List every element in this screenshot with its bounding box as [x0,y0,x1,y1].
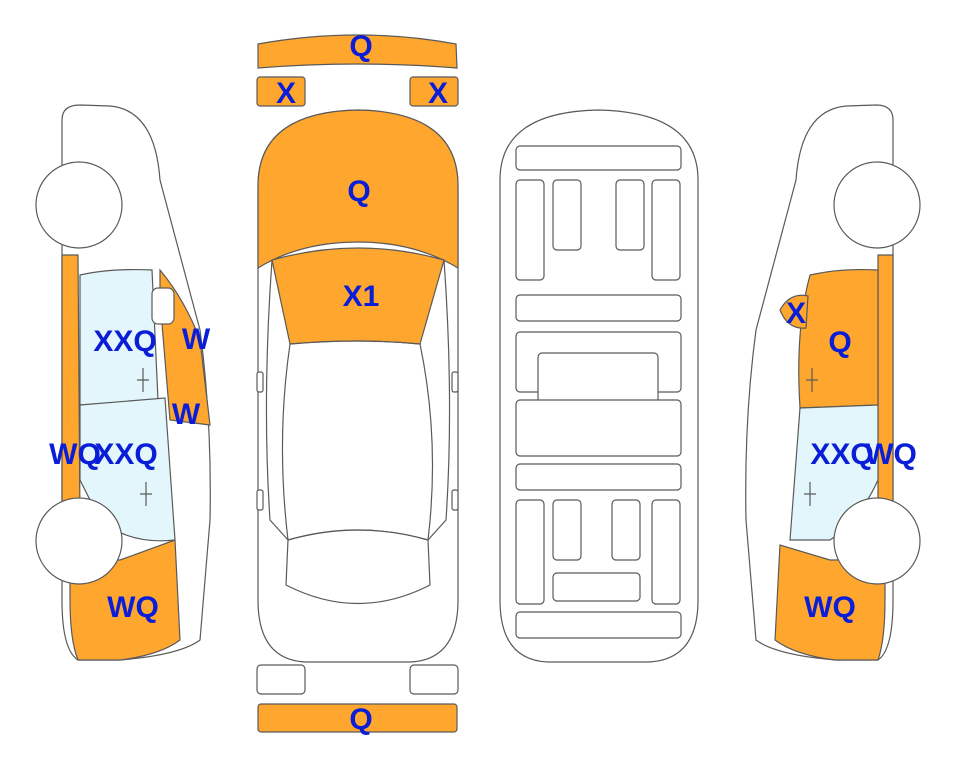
left-side-view: XXQ W W WQ XXQ WQ [35,104,211,661]
front-bumper-shape [257,34,458,69]
left-headlight-code: X [276,77,296,110]
underbody-panel [615,179,645,251]
left-rear-door-code: XXQ [94,438,157,471]
right-side-view: X Q XXQ WQ WQ [745,104,921,661]
left-rear-quarter-code: WQ [107,591,159,624]
hood-code: Q [347,175,370,208]
rear-bumper-shape [257,703,458,733]
right-a-pillar-line [427,259,451,541]
underbody-panel [515,179,545,281]
underbody-panel [515,294,682,322]
front-bumper-code: Q [349,30,372,63]
top-view: Q X X Q X1 Q [256,30,459,736]
right-rear-door-code: XXQ [810,438,873,471]
right-fender-code: WQ [865,438,917,471]
rear-window-outline [285,529,431,604]
right-rear-wheel [833,497,921,585]
underbody-panel [515,399,682,457]
right-rear-quarter-code: WQ [804,591,856,624]
right-mirror-shape [451,371,459,393]
left-fender-code: WQ [49,438,101,471]
underbody-panel [651,499,681,605]
underbody-panel [515,463,682,491]
right-mirror-shape [779,294,809,329]
left-a-pillar-code: W [172,398,201,431]
left-taillight-shape [256,664,306,695]
underbody-panel [515,145,682,171]
left-front-fender-shape [61,254,81,521]
left-front-handle [137,368,149,392]
left-rear-handle [140,482,152,506]
right-mirror-code: X [786,297,806,330]
left-mirror-shape [256,371,264,393]
left-headlight-shape [256,76,306,107]
underbody-panel [552,179,582,251]
left-front-wheel [35,161,123,249]
hood-shape [257,109,459,270]
right-rear-handle [804,482,816,506]
left-mirror-shape [151,287,175,325]
windshield-code: X1 [343,280,380,313]
underbody-panel [651,179,681,281]
underbody-panel [515,611,682,639]
underbody-view [499,109,699,663]
underbody-panel [515,499,545,605]
left-mirror-code: W [182,323,211,356]
right-front-fender-shape [877,254,894,521]
rear-bumper-code: Q [349,703,372,736]
underbody-panel [611,499,641,561]
left-front-window-code: XXQ [93,325,156,358]
right-headlight-code: X [428,77,448,110]
right-front-handle [806,368,818,392]
left-rear-wheel [35,497,123,585]
left-a-pillar-line [265,259,289,541]
underbody-panel [552,499,582,561]
right-taillight-shape [409,664,459,695]
right-headlight-shape [409,76,459,107]
right-tail-handle [451,489,459,511]
left-tail-handle [256,489,264,511]
right-front-door-code: Q [828,326,851,359]
right-front-wheel [833,161,921,249]
underbody-panel [552,572,641,602]
left-front-window [79,268,159,406]
